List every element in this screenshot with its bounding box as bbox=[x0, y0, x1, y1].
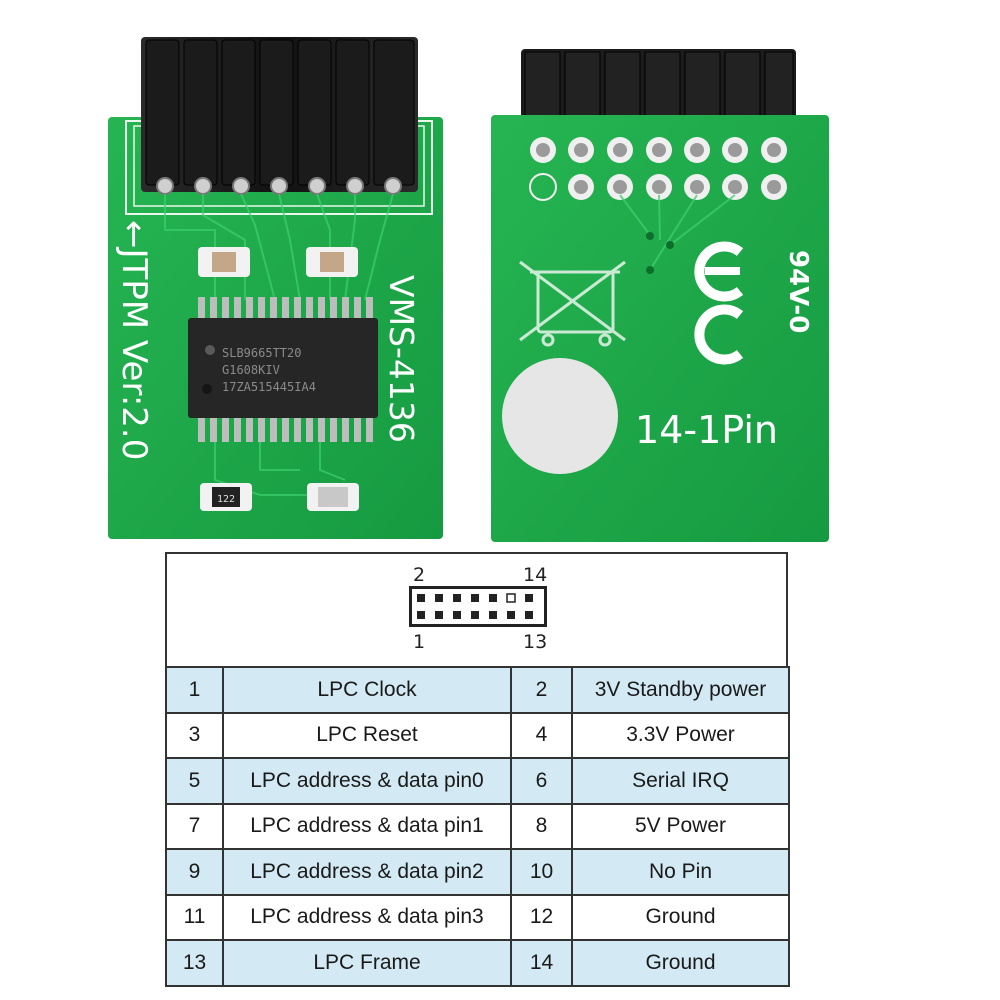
weee-bin-icon bbox=[519, 260, 626, 347]
pinout-table: 1 LPC Clock 2 3V Standby power 3 LPC Res… bbox=[165, 666, 790, 987]
chip-marking-line-3: 17ZA515445IA4 bbox=[222, 380, 316, 394]
solder-pads bbox=[529, 137, 787, 201]
pin-number-cell: 7 bbox=[165, 802, 224, 850]
table-row: 1 LPC Clock 2 3V Standby power bbox=[165, 666, 790, 714]
table-row: 7 LPC address & data pin1 8 5V Power bbox=[165, 802, 790, 850]
pin-number-cell: 10 bbox=[510, 848, 573, 896]
pin-number-cell: 2 bbox=[510, 666, 573, 714]
smd-resistor: 122 bbox=[200, 483, 252, 511]
pin-count-label: 14-1Pin bbox=[635, 408, 778, 452]
table-row: 5 LPC address & data pin0 6 Serial IRQ bbox=[165, 757, 790, 805]
pin-header-connector bbox=[141, 37, 418, 195]
smd-capacitor bbox=[306, 247, 358, 277]
board-version-label: ←JTPM Ver:2.0 bbox=[114, 220, 154, 460]
smd-led bbox=[307, 483, 359, 511]
pin-signal-cell: LPC Reset bbox=[222, 711, 512, 759]
pin-number-cell: 14 bbox=[510, 939, 573, 987]
resistor-code: 122 bbox=[217, 494, 235, 505]
pin-number-cell: 5 bbox=[165, 757, 224, 805]
pin-header-drawing bbox=[409, 586, 547, 627]
table-row: 11 LPC address & data pin3 12 Ground bbox=[165, 893, 790, 941]
pin-signal-cell: 3.3V Power bbox=[571, 711, 790, 759]
back-board: 94V-0 14-1Pin bbox=[491, 49, 829, 542]
pin-signal-cell: LPC address & data pin3 bbox=[222, 893, 512, 941]
pin-number-cell: 1 bbox=[165, 666, 224, 714]
pin-signal-cell: LPC Clock bbox=[222, 666, 512, 714]
table-row: 9 LPC address & data pin2 10 No Pin bbox=[165, 848, 790, 896]
pin-signal-cell: LPC address & data pin2 bbox=[222, 848, 512, 896]
pin-signal-cell: LPC Frame bbox=[222, 939, 512, 987]
smd-capacitor bbox=[198, 247, 250, 277]
pin-signal-cell: Serial IRQ bbox=[571, 757, 790, 805]
pin-number-cell: 3 bbox=[165, 711, 224, 759]
pin-number-cell: 13 bbox=[165, 939, 224, 987]
chip-marking-line-1: SLB9665TT20 bbox=[222, 346, 301, 360]
pin-header-diagram: 2 14 1 13 bbox=[165, 552, 788, 666]
board-model-label: VMS-4136 bbox=[382, 275, 421, 443]
pin-signal-cell: Ground bbox=[571, 893, 790, 941]
chip-marking-line-2: G1608KIV bbox=[222, 363, 280, 377]
pin-number-cell: 4 bbox=[510, 711, 573, 759]
pin-signal-cell: 5V Power bbox=[571, 802, 790, 850]
back-traces bbox=[619, 194, 736, 271]
tpm-chip: SLB9665TT20 G1608KIV 17ZA515445IA4 bbox=[188, 297, 378, 442]
table-row: 13 LPC Frame 14 Ground bbox=[165, 939, 790, 987]
ce-mark-icon bbox=[694, 241, 744, 365]
pin-label-top-right: 14 bbox=[523, 564, 548, 586]
pin-label-bottom-right: 13 bbox=[523, 631, 548, 653]
pin-signal-cell: No Pin bbox=[571, 848, 790, 896]
front-board: SLB9665TT20 G1608KIV 17ZA515445IA4 122 ←… bbox=[108, 37, 443, 539]
pin-number-cell: 12 bbox=[510, 893, 573, 941]
pin-number-cell: 8 bbox=[510, 802, 573, 850]
label-blank-circle bbox=[502, 358, 618, 474]
pin-signal-cell: Ground bbox=[571, 939, 790, 987]
pin-signal-cell: 3V Standby power bbox=[571, 666, 790, 714]
pin-label-top-left: 2 bbox=[413, 564, 426, 586]
pin-signal-cell: LPC address & data pin0 bbox=[222, 757, 512, 805]
flammability-rating: 94V-0 bbox=[783, 250, 813, 333]
pin-signal-cell: LPC address & data pin1 bbox=[222, 802, 512, 850]
table-row: 3 LPC Reset 4 3.3V Power bbox=[165, 711, 790, 759]
pin-number-cell: 6 bbox=[510, 757, 573, 805]
pin-number-cell: 11 bbox=[165, 893, 224, 941]
tpm-module-photo: SLB9665TT20 G1608KIV 17ZA515445IA4 122 ←… bbox=[108, 37, 829, 542]
pin-label-bottom-left: 1 bbox=[413, 631, 426, 653]
pin-number-cell: 9 bbox=[165, 848, 224, 896]
